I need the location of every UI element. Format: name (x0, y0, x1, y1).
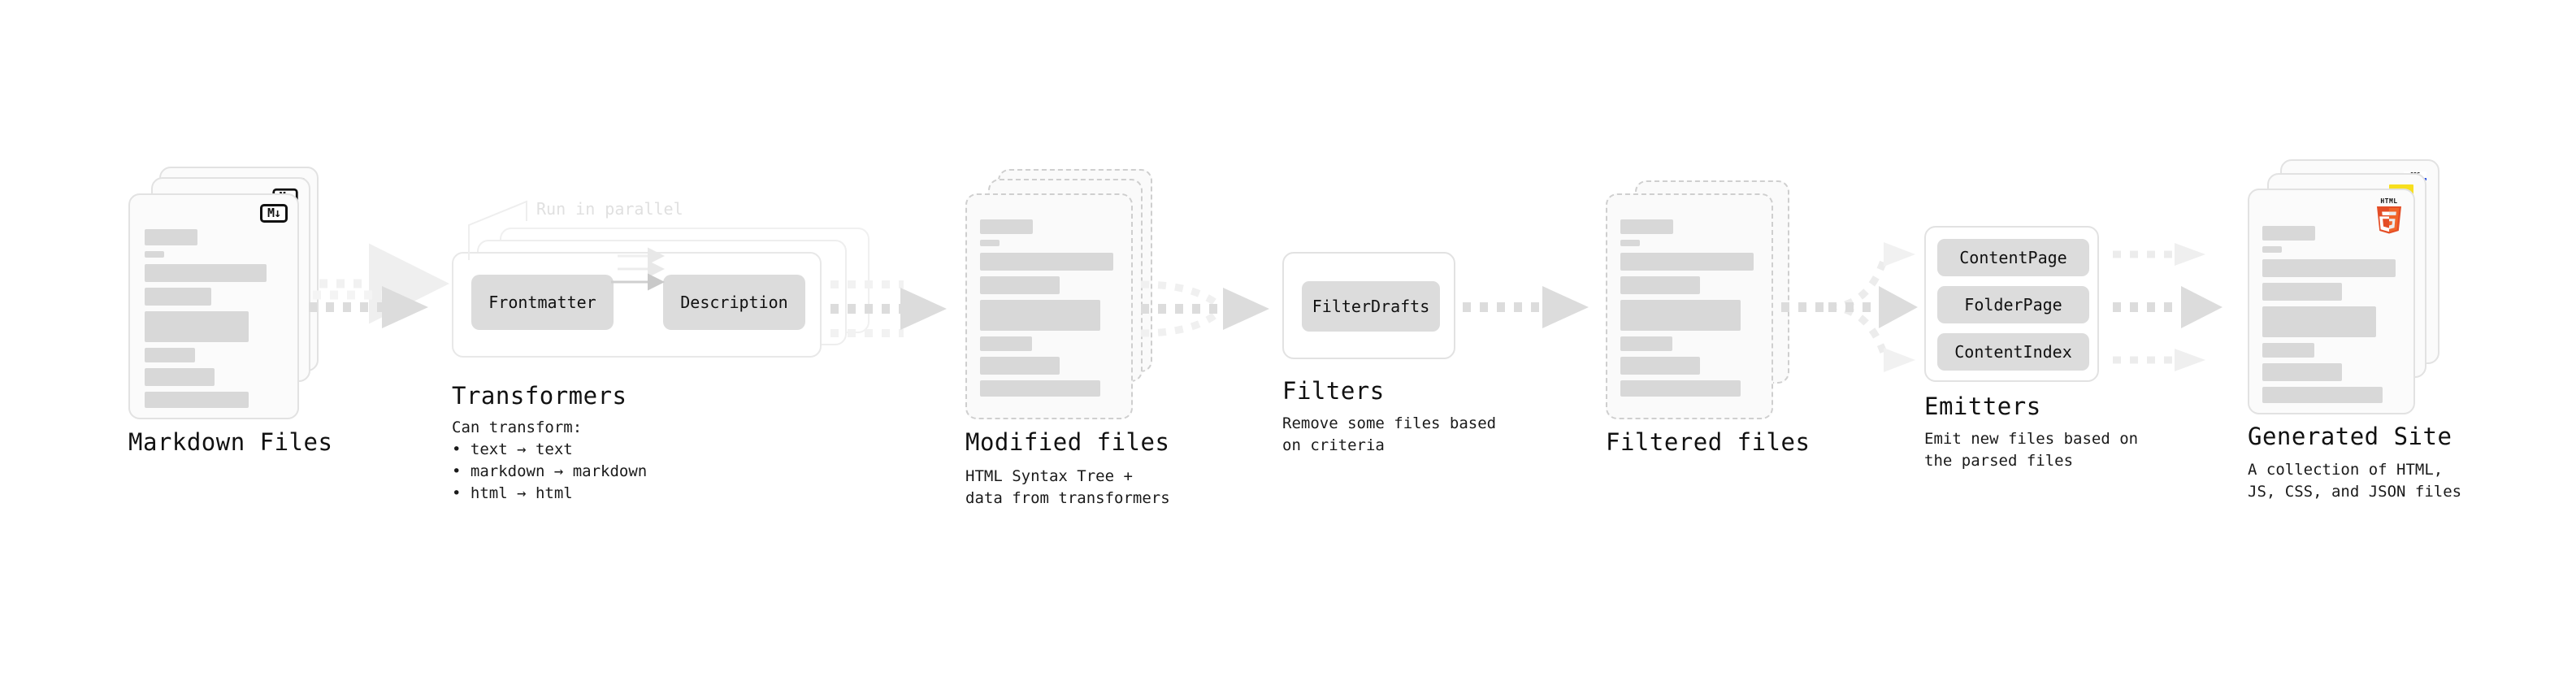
filter-chip-filterdrafts[interactable]: FilterDrafts (1302, 281, 1440, 332)
transformers-subtitle: Can transform: • text → text • markdown … (452, 419, 648, 502)
modified-files-title: Modified files (965, 428, 1170, 456)
modified-files-subtitle: HTML Syntax Tree + data from transformer… (965, 467, 1170, 507)
modified-file-front (965, 193, 1133, 419)
generated-site-subtitle: A collection of HTML, JS, CSS, and JSON … (2248, 461, 2462, 501)
markdown-file-front: M↓ (128, 193, 299, 419)
transformer-chip-description[interactable]: Description (663, 275, 805, 330)
filters-title: Filters (1282, 377, 1385, 405)
emitter-chip-contentindex[interactable]: ContentIndex (1937, 333, 2089, 371)
emitters-title: Emitters (1924, 393, 2041, 420)
html5-badge: HTML (2373, 197, 2405, 234)
doc-placeholder-lines (980, 219, 1120, 402)
emitters-subtitle: Emit new files based on the parsed files (1924, 430, 2139, 470)
transformers-title: Transformers (452, 382, 627, 410)
emitters-card[interactable]: ContentPage FolderPage ContentIndex (1924, 226, 2099, 382)
filters-subtitle: Remove some files based on criteria (1282, 414, 1497, 454)
doc-placeholder-lines (145, 229, 284, 414)
svg-text:HTML: HTML (2380, 197, 2397, 205)
markdown-badge: M↓ (260, 204, 288, 223)
filtered-file-front (1606, 193, 1773, 419)
emitter-chip-folderpage[interactable]: FolderPage (1937, 286, 2089, 323)
transformer-card-front[interactable]: Frontmatter Description (452, 252, 822, 358)
doc-placeholder-lines (1620, 219, 1760, 402)
transformer-chip-frontmatter[interactable]: Frontmatter (471, 275, 614, 330)
markdown-files-title: Markdown Files (128, 428, 333, 456)
doc-placeholder-lines (2262, 226, 2402, 409)
run-in-parallel-label: Run in parallel (536, 199, 683, 219)
filtered-files-title: Filtered files (1606, 428, 1811, 456)
generated-site-title: Generated Site (2248, 423, 2452, 450)
filters-card[interactable]: FilterDrafts (1282, 252, 1455, 359)
emitter-chip-contentpage[interactable]: ContentPage (1937, 239, 2089, 276)
generated-file-front: HTML (2248, 189, 2415, 414)
